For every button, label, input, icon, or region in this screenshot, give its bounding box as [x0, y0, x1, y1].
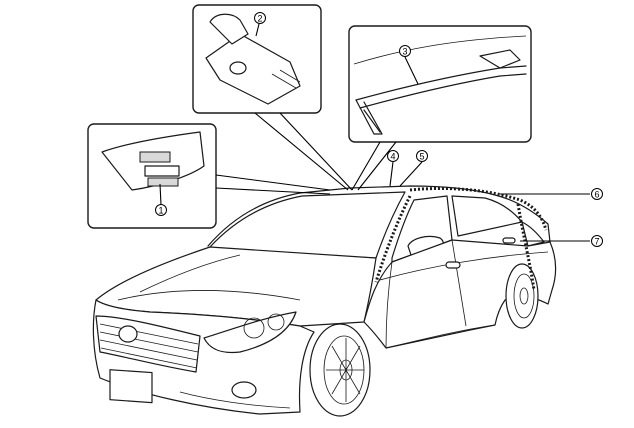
callout-3-circle — [399, 45, 411, 57]
windshield — [209, 191, 406, 259]
callout-5-label: 5 — [419, 152, 424, 162]
inset-overhead-console — [87, 123, 217, 229]
callout-7-label: 7 — [594, 237, 599, 247]
headlight — [203, 311, 297, 354]
door-seam-front — [385, 261, 393, 349]
front-spokes — [326, 338, 364, 402]
callout-5-circle — [416, 150, 428, 162]
lower-intake — [179, 391, 291, 409]
leader-4 — [389, 161, 394, 187]
callout-2-label: 2 — [257, 14, 262, 24]
callout-3-label: 3 — [402, 47, 407, 57]
callout-4-circle — [387, 150, 399, 162]
connector-hole — [229, 61, 247, 75]
front-door-handle — [445, 261, 461, 269]
console-module — [147, 177, 179, 187]
callout-6-circle — [591, 188, 603, 200]
rear-rim — [513, 273, 535, 319]
callout-4: 4 — [387, 150, 399, 162]
headlight-lens-1 — [243, 317, 265, 339]
callout-7-circle — [591, 235, 603, 247]
door-seam-b-pillar — [451, 239, 467, 327]
roof-outline — [207, 185, 551, 247]
callout-2-circle — [254, 12, 266, 24]
callout-1: 1 — [155, 204, 167, 216]
callout-5: 5 — [416, 150, 428, 162]
leader-inset-1b — [215, 187, 331, 195]
fog-light — [231, 381, 257, 399]
connector-ribs — [271, 69, 301, 89]
grille-slats — [99, 323, 199, 369]
callout-1-label: 1 — [158, 206, 163, 216]
leader-inset-2b — [279, 112, 353, 191]
rear-door-window — [451, 195, 523, 237]
connector-plug — [209, 13, 249, 45]
leader-3 — [404, 56, 419, 85]
leader-inset-1a — [215, 174, 331, 191]
console-lamp — [139, 151, 171, 163]
car-illustration — [92, 185, 557, 417]
rear-wheel — [505, 263, 539, 329]
callout-3: 3 — [399, 45, 411, 57]
console-switch — [144, 165, 180, 177]
rear-door-handle — [502, 237, 516, 244]
rail-line-top — [355, 65, 527, 101]
rail-clip — [363, 109, 381, 133]
beltline — [379, 251, 549, 281]
callout-7: 7 — [591, 235, 603, 247]
rail-bracket — [355, 99, 383, 135]
hood-crease-2 — [139, 254, 241, 293]
leader-1 — [159, 183, 162, 206]
a-pillar-harness — [374, 195, 412, 283]
callout-1-circle — [155, 204, 167, 216]
callout-4-label: 4 — [390, 152, 395, 162]
rail-end — [479, 49, 521, 69]
leader-2 — [255, 23, 260, 37]
callout-2: 2 — [254, 12, 266, 24]
inset-connector — [192, 4, 322, 114]
leader-5 — [399, 161, 423, 187]
rail-line-bottom — [359, 73, 527, 109]
roof-rail-harness — [409, 186, 548, 231]
emblem — [118, 325, 138, 343]
callout-6-label: 6 — [594, 190, 599, 200]
leader-inset-3b — [357, 141, 397, 191]
quarter-window — [521, 221, 545, 247]
license-plate — [109, 369, 153, 404]
leader-inset-3a — [351, 141, 381, 191]
inset-roof-rail — [348, 25, 532, 143]
callout-6: 6 — [591, 188, 603, 200]
rear-hub — [519, 287, 529, 305]
side-sill — [385, 324, 496, 349]
leader-lines — [159, 23, 590, 242]
headlight-lens-2 — [267, 313, 285, 331]
hood-crease — [117, 290, 301, 301]
roof-panel-edge — [353, 35, 527, 65]
leader-inset-2a — [254, 112, 349, 191]
